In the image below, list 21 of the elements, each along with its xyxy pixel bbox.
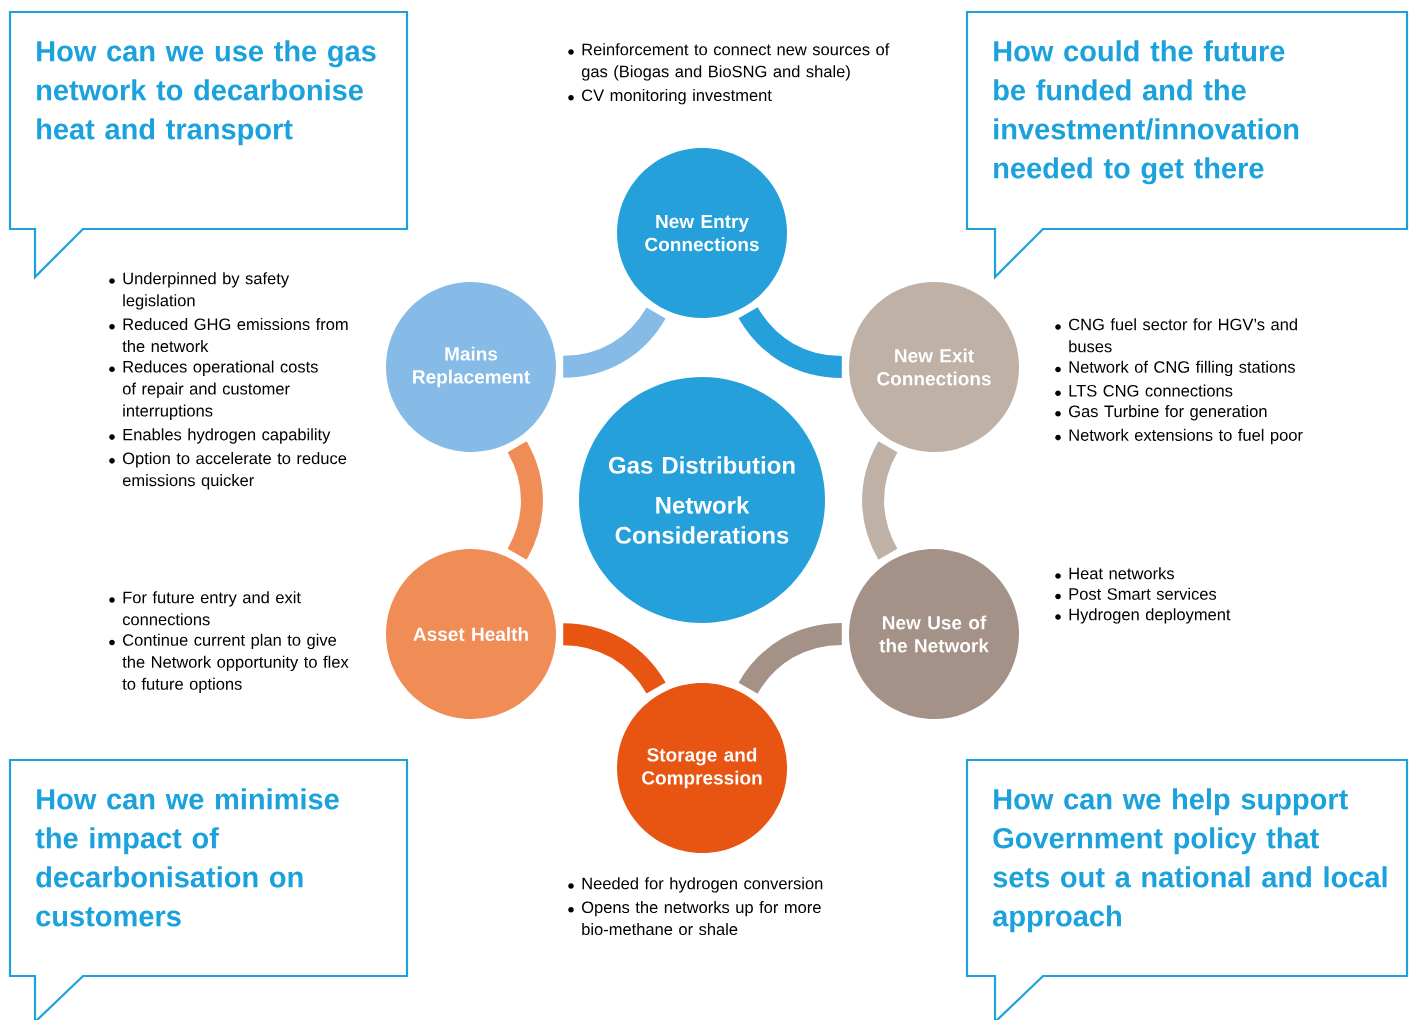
bullet-item: Network extensions to fuel poor — [1069, 428, 1303, 445]
bullet-item: Reinforcement to connect new sources of gas (Biogas and BioSNG and shale) — [581, 43, 890, 81]
speech-bubble: How could the future be funded and the investment/innovation needed to get there — [965, 10, 1409, 280]
bullet-item: Reduced GHG emissions from the network — [122, 318, 348, 353]
bullet-item: CV monitoring investment — [582, 89, 772, 105]
bullet-item: LTS CNG connections — [1069, 384, 1233, 397]
bullet-item: Gas Turbine for generation — [1069, 405, 1267, 421]
bullet-item: Network of CNG filling stations — [1069, 360, 1295, 377]
bullet-item: Opens the networks up for more bio-methane or shale — [582, 901, 821, 936]
bullet-item: Needed for hydrogen conversion — [582, 877, 823, 893]
speech-bubble: How can we minimise the impact of decarbonisation on customers — [8, 758, 409, 1020]
bullet-item: Post Smart services — [1069, 587, 1217, 600]
bullet-item: For future entry and exit connections — [122, 591, 301, 626]
bullet-item: Continue current plan to give the Network opportunity to flex to future options — [122, 633, 349, 694]
bullet-item: Option to accelerate to reduce emissions quicker — [122, 452, 347, 490]
bullet-item: Heat networks — [1069, 567, 1174, 580]
speech-bubble: How can we help support Government policy that sets out a national and local approach — [965, 758, 1409, 1020]
bullet-item: Reduces operational costs of repair and customer interruptions — [122, 360, 318, 420]
bullet-item: Hydrogen deployment — [1069, 608, 1231, 624]
bullet-item: Enables hydrogen capability — [123, 428, 331, 444]
bullet-item: CNG fuel sector for HGV’s and buses — [1069, 318, 1297, 353]
